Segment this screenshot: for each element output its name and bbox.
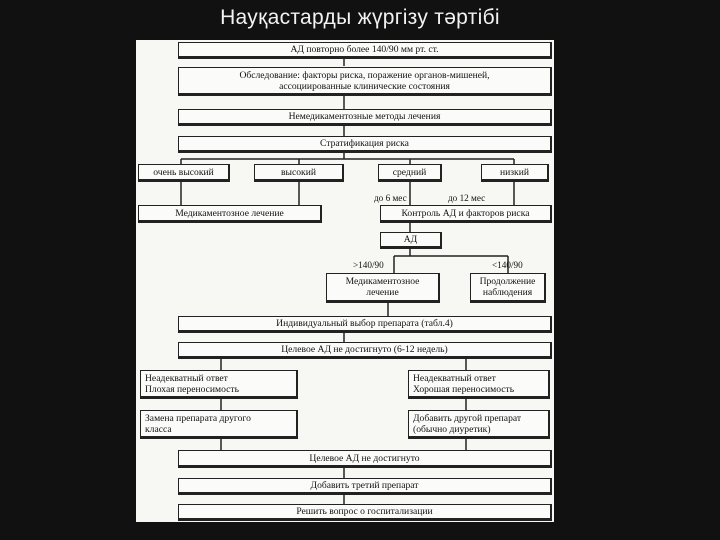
risk-very-high-box: очень высокий	[138, 164, 230, 182]
risk-high-box: высокий	[254, 164, 344, 182]
target-not-reached-2-box: Целевое АД не достигнуто	[178, 450, 552, 468]
hospitalization-box: Решить вопрос о госпитализации	[178, 504, 552, 521]
continue-observation-box: Продолжение наблюдения	[470, 273, 546, 303]
period-6-months-label: до 6 мес	[374, 193, 407, 203]
under-threshold-label: <140/90	[492, 260, 523, 270]
target-not-reached-box: Целевое АД не достигнуто (6-12 недель)	[178, 342, 552, 359]
control-bp-risk-factors-box: Контроль АД и факторов риска	[380, 205, 552, 223]
bp-check-box: АД	[380, 232, 442, 249]
risk-medium-box: средний	[378, 164, 442, 182]
replace-drug-box: Замена препарата другого класса	[140, 410, 298, 439]
add-third-drug-box: Добавить третий препарат	[178, 478, 552, 495]
risk-low-box: низкий	[481, 164, 549, 182]
ad-repeat-box: АД повторно более 140/90 мм рт. ст.	[178, 42, 552, 59]
period-12-months-label: до 12 мес	[448, 193, 486, 203]
risk-stratification-box: Стратификация риска	[178, 136, 552, 153]
examination-box: Обследование: факторы риска, поражение о…	[178, 67, 552, 96]
add-second-drug-box: Добавить другой препарат (обычно диурети…	[408, 410, 550, 439]
flowchart-page: АД повторно более 140/90 мм рт. ст. Обсл…	[136, 40, 554, 522]
drug-therapy-box: Медикаментозное лечение	[138, 205, 322, 223]
over-threshold-label: >140/90	[353, 260, 384, 270]
drug-therapy-2-box: Медикаментозное лечение	[326, 273, 440, 303]
poor-response-good-tolerance-box: Неадекватный ответ Хорошая переносимость	[408, 370, 550, 399]
poor-response-poor-tolerance-box: Неадекватный ответ Плохая переносимость	[140, 370, 298, 399]
slide-title: Науқастарды жүргізу тәртібі	[220, 6, 500, 29]
individual-choice-box: Индивидуальный выбор препарата (табл.4)	[178, 316, 552, 333]
non-drug-methods-box: Немедикаментозные методы лечения	[178, 109, 552, 126]
